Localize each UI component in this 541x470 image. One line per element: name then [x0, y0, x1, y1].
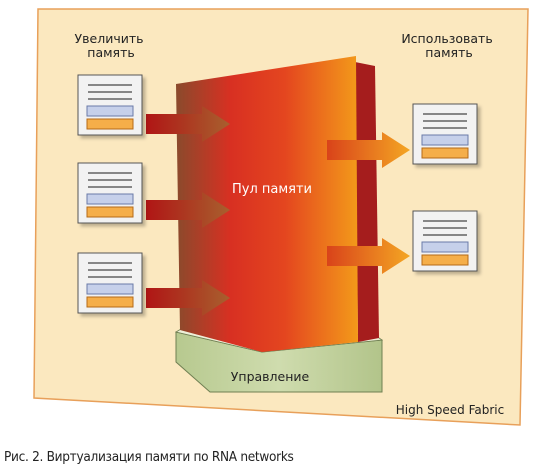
memory-pool — [176, 56, 358, 352]
fabric-label: High Speed Fabric — [396, 403, 504, 417]
input-arrow-1 — [146, 106, 230, 142]
server-slot-blue — [86, 283, 134, 295]
pool-label: Пул памяти — [232, 182, 312, 197]
server-slot-orange — [421, 147, 469, 159]
input-server-1 — [77, 74, 143, 136]
input-server-3 — [77, 252, 143, 314]
input-arrow-2 — [146, 192, 230, 228]
input-arrow-3 — [146, 280, 230, 316]
server-slot-blue — [86, 193, 134, 205]
output-arrow-1 — [327, 132, 410, 168]
server-slot-orange — [86, 296, 134, 308]
input-label: Увеличить память — [75, 31, 148, 60]
memory-pool-side — [355, 62, 379, 342]
server-slot-blue — [86, 105, 134, 117]
output-server-2 — [412, 210, 478, 272]
figure-caption: Рис. 2. Виртуализация памяти по RNA netw… — [4, 449, 294, 465]
output-label: Использовать память — [401, 31, 496, 60]
input-server-2 — [77, 162, 143, 224]
management-label: Управление — [231, 369, 310, 384]
server-slot-orange — [86, 206, 134, 218]
server-slot-orange — [421, 254, 469, 266]
server-slot-blue — [421, 241, 469, 253]
output-arrow-2 — [327, 238, 410, 274]
server-slot-orange — [86, 118, 134, 130]
output-server-1 — [412, 103, 478, 165]
server-slot-blue — [421, 134, 469, 146]
